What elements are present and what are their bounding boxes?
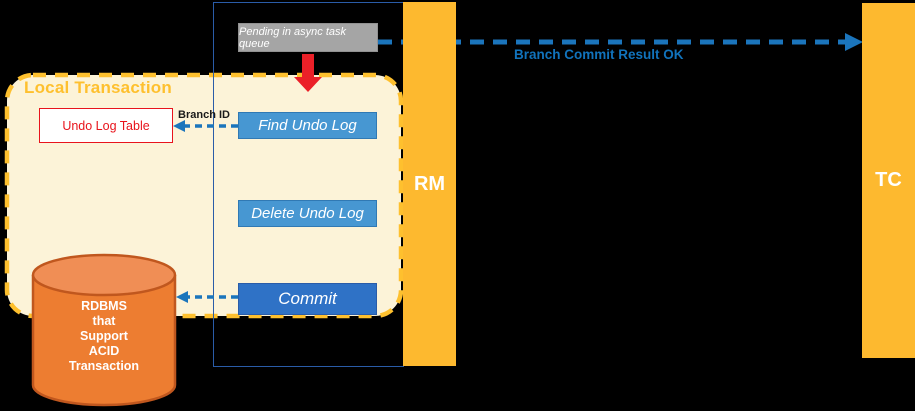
undo-log-table-box: Undo Log Table [39, 108, 173, 143]
rm-lifeline-label: RM [413, 172, 446, 195]
undo-log-table-label: Undo Log Table [62, 118, 150, 133]
find-undo-log-box: Find Undo Log [238, 112, 377, 139]
rm-lifeline: RM [403, 2, 456, 366]
branch-id-label: Branch ID [178, 109, 230, 121]
branch-commit-result-label: Branch Commit Result OK [514, 47, 684, 62]
commit-box: Commit [238, 283, 377, 315]
database-cylinder-body [31, 275, 177, 407]
database-label: RDBMS that Support ACID Transaction [31, 299, 177, 374]
pending-async-queue-box: Pending in async task queue [238, 23, 378, 52]
arrowhead-right-icon [845, 33, 863, 51]
tc-lifeline-label: TC [875, 169, 902, 191]
arrowhead-left-icon [176, 291, 188, 303]
pending-down-arrow-icon [294, 54, 322, 92]
delete-undo-log-label: Delete Undo Log [251, 205, 364, 222]
database-label-line: ACID [88, 344, 120, 358]
commit-label: Commit [278, 289, 337, 308]
database-label-line: RDBMS [81, 299, 127, 313]
arrowhead-left-icon [173, 120, 185, 132]
database-label-line: Support [80, 329, 128, 343]
find-undo-log-label: Find Undo Log [258, 117, 357, 134]
pending-async-queue-label: Pending in async task queue [239, 25, 347, 50]
database-label-line: Transaction [68, 359, 140, 373]
delete-undo-log-box: Delete Undo Log [238, 200, 377, 227]
database-cylinder-icon [31, 253, 177, 407]
local-transaction-label: Local Transaction [24, 78, 172, 97]
database-cylinder-top [31, 253, 177, 297]
database-label-line: that [92, 314, 116, 328]
tc-lifeline: TC [862, 3, 915, 358]
